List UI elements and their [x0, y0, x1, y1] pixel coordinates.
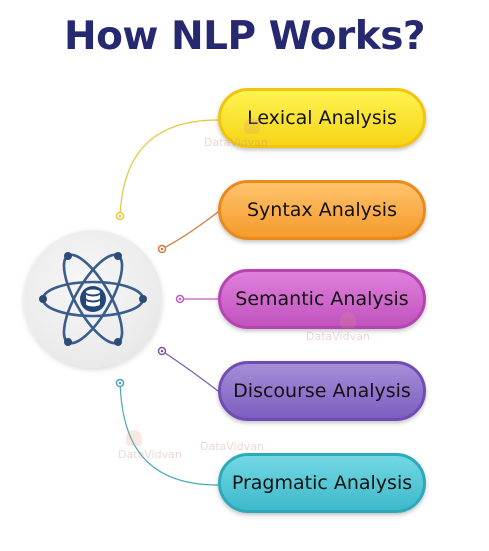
- watermark: DataVidvan: [200, 440, 264, 453]
- watermark: DataVidvan: [118, 448, 182, 461]
- watermark: DataVidvan: [204, 136, 268, 149]
- page-title: How NLP Works?: [63, 14, 426, 59]
- watermark-logo-icon: [340, 312, 356, 328]
- connector-line: [119, 119, 219, 217]
- watermark-logo-icon: [126, 430, 142, 446]
- step-label: Discourse Analysis: [233, 380, 411, 402]
- step-label: Pragmatic Analysis: [231, 472, 413, 494]
- connector-end-dot-center: [160, 247, 164, 251]
- database-icon: [80, 286, 106, 312]
- connector-end-dot-center: [160, 349, 164, 353]
- atom-database-icon: [39, 252, 147, 346]
- watermark: DataVidvan: [306, 330, 370, 343]
- connector-end-dot-center: [118, 214, 122, 218]
- connector-line: [161, 211, 219, 250]
- step-pragmatic-analysis: Pragmatic Analysis: [218, 453, 426, 513]
- connector-end-dot-center: [118, 381, 122, 385]
- step-lexical-analysis: Lexical Analysis: [218, 88, 426, 148]
- step-semantic-analysis: Semantic Analysis: [218, 269, 426, 329]
- watermark-logo-icon: [244, 118, 260, 134]
- step-label: Semantic Analysis: [235, 288, 409, 310]
- step-discourse-analysis: Discourse Analysis: [218, 361, 426, 421]
- connector-end-dot-center: [178, 297, 182, 301]
- step-label: Lexical Analysis: [247, 107, 397, 129]
- step-syntax-analysis: Syntax Analysis: [218, 180, 426, 240]
- step-label: Syntax Analysis: [246, 199, 397, 221]
- connector-line: [119, 382, 219, 486]
- connector-line: [161, 350, 219, 392]
